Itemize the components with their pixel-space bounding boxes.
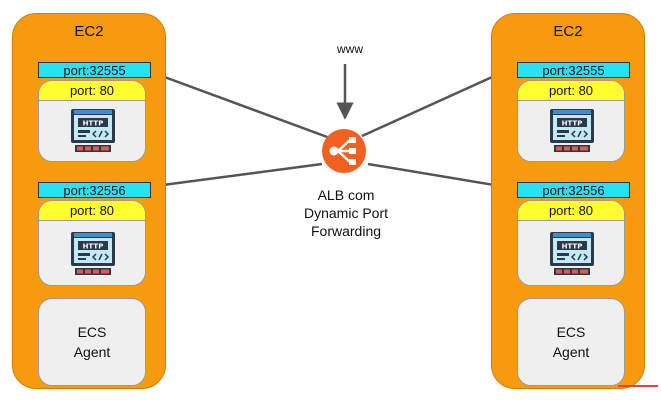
http-server-icon: HTTP [71, 232, 115, 275]
ec2-title: EC2 [74, 23, 104, 40]
container-card: port: 80 HTTP [517, 200, 625, 286]
ec2-title: EC2 [553, 23, 583, 40]
svg-text:HTTP: HTTP [562, 243, 583, 251]
host-port-label: port:32555 [517, 62, 630, 78]
edge-mark [618, 385, 658, 387]
http-server-icon: HTTP [71, 109, 115, 152]
alb-to-left-port-32556-arrow [138, 162, 323, 195]
container-card: port: 80 HTTP [38, 80, 146, 162]
svg-text:HTTP: HTTP [83, 243, 104, 251]
svg-text:HTTP: HTTP [562, 120, 583, 128]
ecs-agent-card: ECS Agent [517, 298, 625, 386]
alb-caption: ALB com Dynamic Port Forwarding [303, 187, 389, 239]
http-server-icon: HTTP [550, 232, 594, 275]
container-card: port: 80 HTTP [38, 200, 146, 286]
host-port-label: port:32555 [38, 62, 151, 78]
http-server-icon: HTTP [550, 109, 594, 152]
container-card: port: 80 HTTP [517, 80, 625, 162]
alb-to-right-port-32555-arrow [361, 66, 514, 138]
svg-text:HTTP: HTTP [83, 120, 104, 128]
host-port-label: port:32556 [517, 182, 630, 198]
alb-to-left-port-32555-arrow [138, 65, 331, 140]
alb-to-right-port-32556-arrow [367, 162, 514, 195]
container-port-label: port: 80 [518, 201, 624, 221]
load-balancer-icon [322, 129, 366, 173]
ecs-agent-card: ECS Agent [38, 298, 146, 386]
ec2-instance-right: EC2 port:32555 port: 80 HTTP port:32556 [491, 13, 645, 389]
container-port-label: port: 80 [518, 81, 624, 101]
www-label: www [337, 42, 363, 56]
container-port-label: port: 80 [39, 81, 145, 101]
host-port-label: port:32556 [38, 182, 151, 198]
container-port-label: port: 80 [39, 201, 145, 221]
ec2-instance-left: EC2 port:32555 port: 80 HTTP port:32556 [12, 13, 166, 389]
